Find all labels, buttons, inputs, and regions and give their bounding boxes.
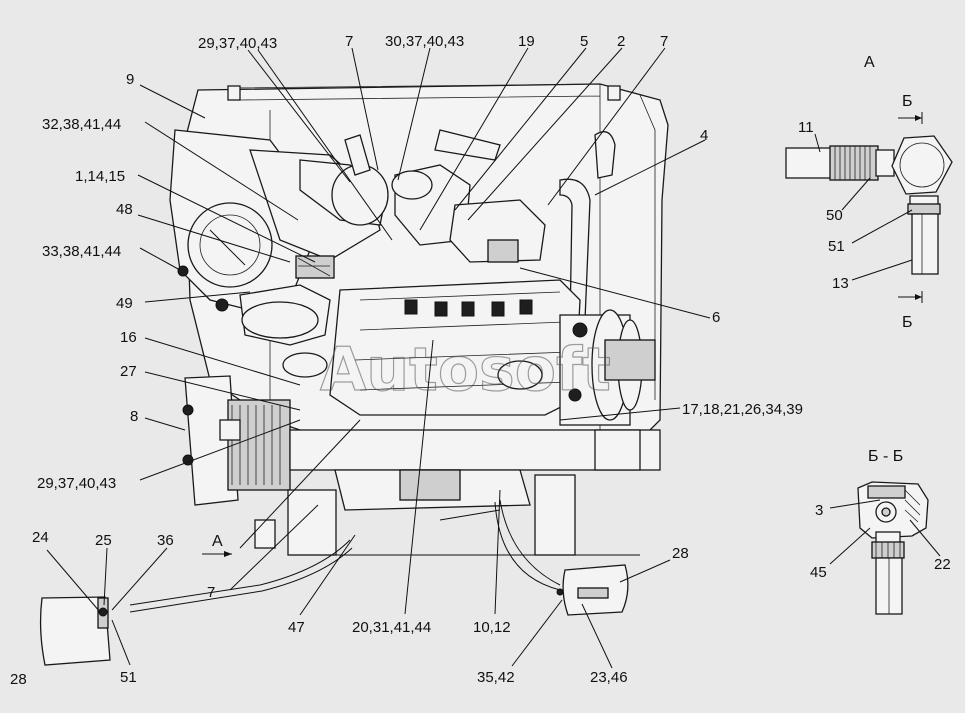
detail-bb-callout-3: 3 xyxy=(815,502,823,519)
base-frame xyxy=(254,429,661,556)
detail-a-callout-11: 11 xyxy=(798,119,814,136)
detail-a-callout-51: 51 xyxy=(828,238,845,255)
callout-27: 27 xyxy=(120,363,137,380)
callout-5: 5 xyxy=(580,33,588,50)
detail-a-title: А xyxy=(864,54,875,71)
callout-49: 49 xyxy=(116,295,133,312)
cylinder-heads xyxy=(282,279,581,416)
fuel-lines xyxy=(129,499,561,613)
detail-bb-title: Б - Б xyxy=(868,448,903,465)
detail-bb-callout-22: 22 xyxy=(934,556,951,573)
view-arrow-a xyxy=(202,551,232,557)
callout-48: 48 xyxy=(116,201,133,218)
watermark: Autosoft xyxy=(320,335,611,405)
callout-47: 47 xyxy=(288,619,305,636)
callout-25: 25 xyxy=(95,532,112,549)
callout-30-37-40-43: 30,37,40,43 xyxy=(385,33,464,50)
leader-lines xyxy=(46,47,711,669)
callout-16: 16 xyxy=(120,329,137,346)
air-intake-assembly xyxy=(169,129,389,346)
callout-17-18-21-26-34-39: 17,18,21,26,34,39 xyxy=(682,401,803,418)
detail-a-callout-50: 50 xyxy=(826,207,843,224)
callout-29-37-40-43-top: 29,37,40,43 xyxy=(198,35,277,52)
callout-28-right: 28 xyxy=(672,545,689,562)
callout-20-31-41-44: 20,31,41,44 xyxy=(352,619,431,636)
tank-left xyxy=(39,596,111,666)
callout-51-bottom: 51 xyxy=(120,669,137,686)
callout-19: 19 xyxy=(518,33,535,50)
callout-labels: 29,37,40,43 7 30,37,40,43 19 5 2 7 9 32,… xyxy=(10,33,803,688)
pipework xyxy=(344,129,616,326)
fan-pulley-group xyxy=(559,309,656,426)
callout-28-left: 28 xyxy=(10,671,27,688)
detail-bb: Б - Б 3 45 22 xyxy=(810,448,951,615)
callout-7-top: 7 xyxy=(345,33,353,50)
callout-1-14-15: 1,14,15 xyxy=(75,168,125,185)
detail-a-section-bottom: Б xyxy=(902,314,913,331)
callout-8: 8 xyxy=(130,408,138,425)
callout-2: 2 xyxy=(617,33,625,50)
callout-24: 24 xyxy=(32,529,49,546)
detail-a-callout-13: 13 xyxy=(832,275,849,292)
callout-6: 6 xyxy=(712,309,720,326)
detail-a-section-top: Б xyxy=(902,93,913,110)
detail-bb-callout-45: 45 xyxy=(810,564,827,581)
callout-9: 9 xyxy=(126,71,134,88)
callout-23-46: 23,46 xyxy=(590,669,628,686)
callout-35-42: 35,42 xyxy=(477,669,515,686)
callout-10-12: 10,12 xyxy=(473,619,511,636)
callout-7-top-right: 7 xyxy=(660,33,668,50)
callout-arrow-a: А xyxy=(212,533,223,550)
callout-7-bottom: 7 xyxy=(207,584,215,601)
callout-36: 36 xyxy=(157,532,174,549)
callout-4: 4 xyxy=(700,127,708,144)
detail-a: А Б Б 11 50 51 13 xyxy=(785,54,953,331)
tank-right xyxy=(556,564,629,616)
callout-29-37-40-43-left: 29,37,40,43 xyxy=(37,475,116,492)
callout-32-38-41-44: 32,38,41,44 xyxy=(42,116,121,133)
callout-33-38-41-44: 33,38,41,44 xyxy=(42,243,121,260)
